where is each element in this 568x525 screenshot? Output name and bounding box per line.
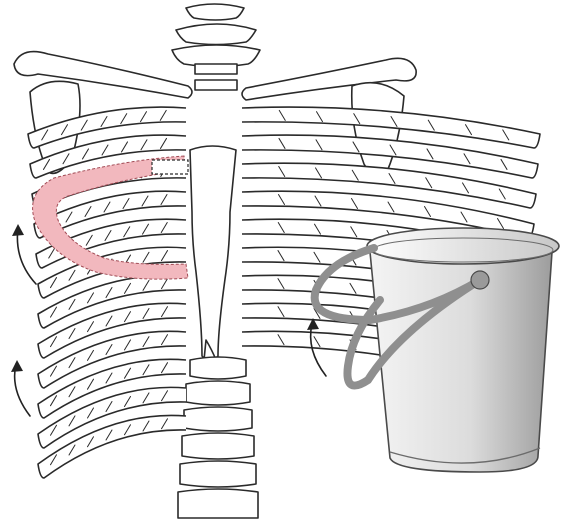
sternum <box>190 146 236 361</box>
costal-cartilage <box>152 160 188 174</box>
bucket-body <box>370 252 552 472</box>
cervical-vertebrae <box>172 4 260 90</box>
arrowhead-left-lower <box>11 360 23 372</box>
arrowhead-left-upper <box>12 224 24 236</box>
thoracic-vertebrae <box>178 357 258 518</box>
bucket-rim <box>367 228 559 264</box>
arrow-left-upper <box>17 228 36 284</box>
arrow-left-lower <box>15 364 30 416</box>
bucket-handle-pivot <box>471 271 489 289</box>
right-scapula <box>352 83 404 177</box>
